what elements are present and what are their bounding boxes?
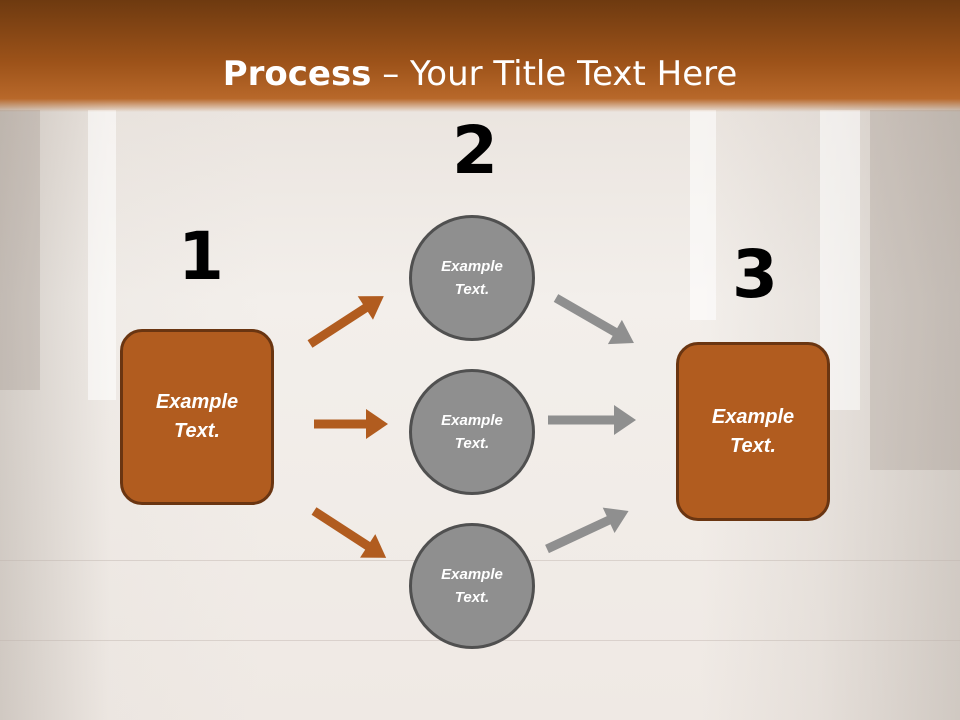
- background-pillar: [88, 110, 116, 400]
- process-box-left-text: Example Text.: [155, 391, 239, 442]
- process-circle-top: Example Text.: [409, 215, 535, 341]
- title-bar: [0, 0, 960, 112]
- process-circle-text: Example Text.: [441, 258, 503, 298]
- process-circle-bottom: Example Text.: [409, 523, 535, 649]
- background-pillar: [690, 110, 716, 320]
- step-number-3: 3: [732, 236, 778, 313]
- process-circle-text: Example Text.: [441, 566, 503, 606]
- process-circle-text: Example Text.: [441, 412, 503, 452]
- title-rest: – Your Title Text Here: [371, 54, 738, 94]
- arrow-down-right-gray: [553, 294, 634, 345]
- process-circle-middle: Example Text.: [409, 369, 535, 495]
- step-number-1: 1: [178, 218, 224, 295]
- slide-title: Process – Your Title Text Here: [0, 52, 960, 96]
- arrow-up-right: [307, 296, 384, 348]
- arrow-up-right-gray: [545, 507, 629, 554]
- background-shelf: [870, 110, 960, 470]
- step-number-2: 2: [452, 112, 498, 189]
- background-shelf: [0, 110, 40, 390]
- arrow-right: [314, 409, 388, 439]
- process-box-right: Example Text.: [676, 342, 830, 521]
- process-box-right-text: Example Text.: [711, 405, 795, 457]
- title-bold: Process: [222, 54, 372, 94]
- arrow-right-gray: [548, 405, 636, 435]
- arrow-down-right: [311, 507, 387, 558]
- process-box-left: Example Text.: [120, 329, 274, 505]
